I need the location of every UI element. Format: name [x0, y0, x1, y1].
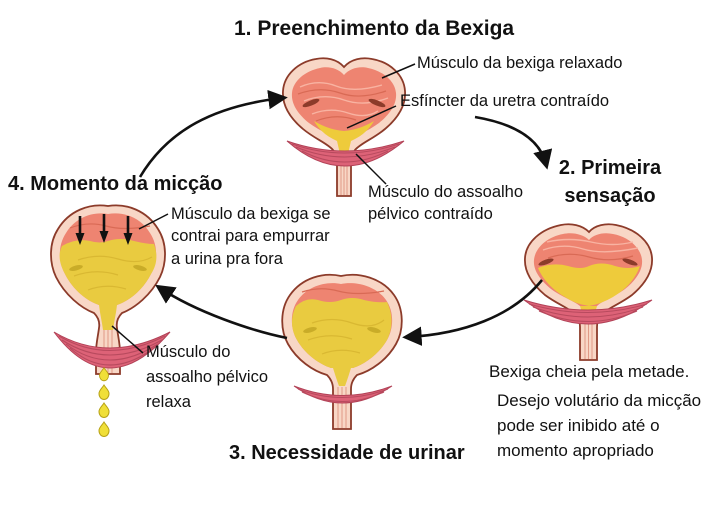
ureter-opening-left: [302, 98, 320, 108]
stage2-title: 2. Primeira sensação: [558, 157, 662, 207]
stage4-title: 4. Momento da micção: [8, 173, 223, 195]
bladder-stage3-illustration: [281, 273, 403, 430]
contraction-arrows-icon: [75, 214, 133, 245]
urethra-stripes: [584, 321, 593, 359]
ureter-opening-right: [368, 98, 386, 108]
label-sphincter-contracted: Esfíncter da uretra contraído: [400, 92, 610, 110]
stage3-title: 3. Necessidade de urinar: [229, 442, 465, 464]
ureter-opening-left: [69, 265, 83, 271]
muscle-texture: [542, 238, 639, 253]
urine-neck: [99, 305, 117, 330]
bladder-stage2-illustration: [523, 223, 653, 361]
label-pelvic-floor-contracted: Músculo do assoalho pélvico contraído: [368, 183, 524, 224]
pelvic-floor-muscle: [523, 299, 653, 325]
label-bladder-contracts: Músculo da bexiga se contrai para empurr…: [171, 205, 331, 268]
bladder-stage1-illustration: [282, 57, 406, 197]
ureter-opening-right: [622, 258, 638, 266]
urine-neck: [333, 368, 351, 386]
label-voluntary-desire: Desejo volutário da micção pode ser inib…: [497, 391, 702, 460]
pelvic-floor-muscle: [286, 140, 405, 167]
muscle-texture-dark: [547, 253, 634, 261]
pelvic-muscle-stripes: [297, 388, 389, 402]
urine-drops: [98, 367, 110, 437]
ureter-opening-right: [367, 327, 381, 333]
label-bladder-relaxed: Músculo da bexiga relaxado: [417, 54, 623, 72]
urine-fill: [292, 298, 392, 368]
ureter-opening-left: [538, 258, 554, 266]
urine-fill: [314, 121, 374, 141]
urine-texture: [307, 318, 385, 355]
ureter-opening-left: [303, 327, 317, 333]
cycle-arrow-stage4-to-stage1: [138, 89, 288, 178]
stage1-title: 1. Preenchimento da Bexiga: [234, 17, 515, 40]
pelvic-muscle-stripes: [58, 335, 166, 366]
ureter-opening-right: [133, 265, 147, 271]
urethra-stripes: [337, 387, 347, 428]
urine-texture: [73, 255, 153, 291]
cycle-arrow-stage1-to-stage2: [474, 115, 553, 170]
urine-fill: [538, 263, 640, 306]
label-half-full: Bexiga cheia pela metade.: [489, 362, 690, 381]
muscle-texture-dark: [301, 288, 385, 295]
label-pelvic-floor-relaxes: Músculo do assoalho pélvico relaxa: [146, 343, 268, 411]
